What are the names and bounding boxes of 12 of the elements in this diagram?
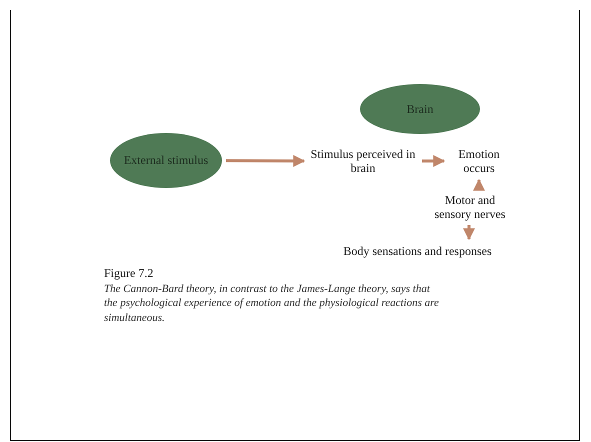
arrow [473, 178, 485, 191]
arrow [226, 154, 306, 167]
arrow [422, 155, 446, 167]
node-text: Body sensations and responses [325, 242, 510, 260]
figure-caption: The Cannon-Bard theory, in contrast to the James-Lange theory, says that the psychological experience of emotion and the physiological reactions are simultaneous. [104, 282, 440, 325]
node-label: External stimulus [124, 153, 208, 168]
node-text: Stimulus perceived in brain [308, 145, 418, 177]
node-label: Brain [406, 102, 434, 116]
arrow [463, 225, 475, 240]
node-text: Motor and sensory nerves [428, 191, 512, 223]
figure-title: Figure 7.2 [104, 266, 154, 281]
node-text: Emotion occurs [448, 145, 510, 177]
